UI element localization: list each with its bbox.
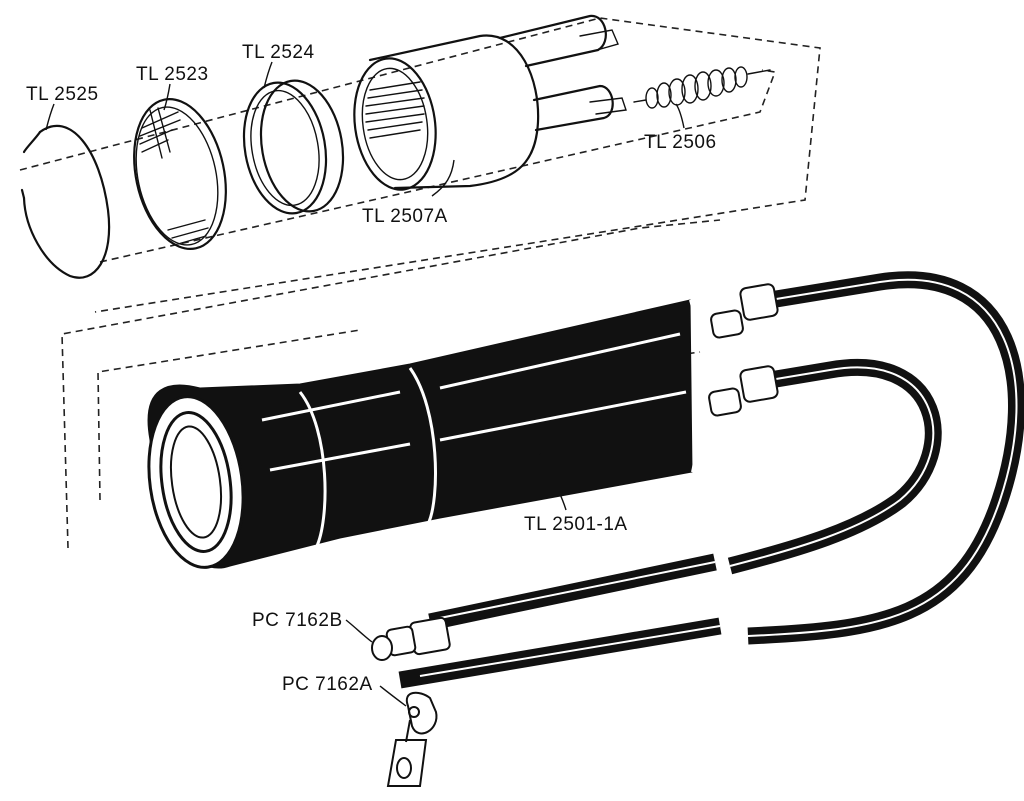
flashlight-body-tl2501 bbox=[147, 299, 699, 569]
label-tl2501: TL 2501-1A bbox=[524, 514, 628, 535]
terminal-pc7162a bbox=[386, 691, 438, 787]
label-pc7162a: PC 7162A bbox=[282, 674, 373, 695]
label-tl2507a: TL 2507A bbox=[362, 206, 448, 227]
plug-pc7162b bbox=[371, 616, 451, 661]
lens-tl2523 bbox=[133, 98, 227, 250]
label-tl2523: TL 2523 bbox=[136, 64, 209, 85]
reflector-housing-tl2507a bbox=[353, 14, 627, 191]
label-pc7162b: PC 7162B bbox=[252, 610, 343, 631]
label-tl2524: TL 2524 bbox=[242, 42, 315, 63]
label-tl2525: TL 2525 bbox=[26, 84, 99, 105]
label-tl2506: TL 2506 bbox=[644, 132, 717, 153]
retaining-ring-tl2525 bbox=[20, 124, 111, 279]
cable-upper bbox=[398, 271, 1024, 689]
spring-tl2506 bbox=[633, 66, 771, 109]
leader-lines bbox=[45, 61, 685, 707]
bezel-ring-tl2524 bbox=[242, 79, 345, 215]
cable-lower bbox=[428, 359, 942, 631]
